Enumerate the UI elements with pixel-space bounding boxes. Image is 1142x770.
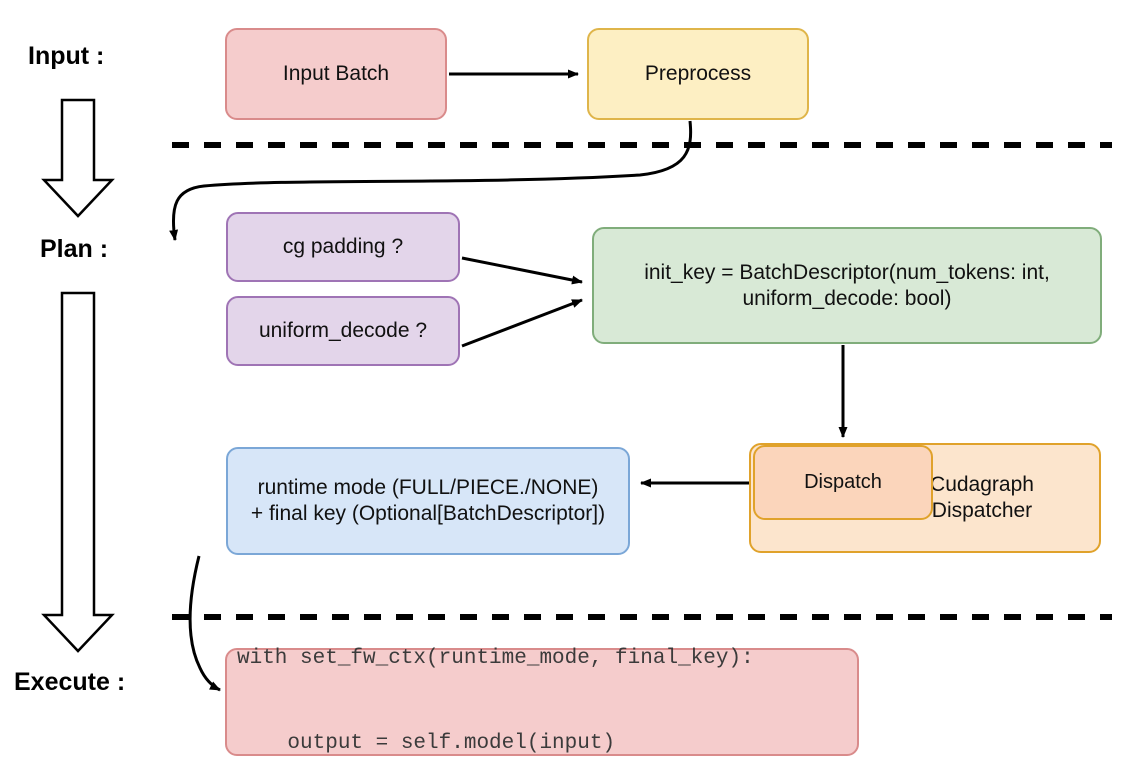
node-dispatch[interactable]: Dispatch [753, 445, 933, 520]
node-dispatch-label: Dispatch [804, 471, 882, 494]
node-init-key-line-1: init_key = BatchDescriptor(num_tokens: i… [644, 260, 1050, 284]
node-input-batch[interactable]: Input Batch [225, 28, 447, 120]
node-runtime-mode[interactable]: runtime mode (FULL/PIECE./NONE) + final … [226, 447, 630, 555]
node-runtime-mode-line-2: + final key (Optional[BatchDescriptor]) [250, 502, 606, 525]
node-uniform-decode-label: uniform_decode ? [258, 319, 428, 343]
node-cudagraph-dispatcher-line-1: Cudagraph [930, 473, 1034, 497]
node-execute-code-line-1: with set_fw_ctx(runtime_mode, final_key)… [237, 647, 754, 671]
arrow-runtime-mode-to-execute-code [188, 555, 221, 692]
node-runtime-mode-line-1: runtime mode (FULL/PIECE./NONE) [257, 476, 599, 500]
stage-label-plan: Plan : [40, 235, 109, 263]
node-cudagraph-dispatcher-line-2: Dispatcher [931, 499, 1033, 522]
node-execute-code[interactable]: with set_fw_ctx(runtime_mode, final_key)… [225, 647, 859, 756]
stage-label-input: Input : [28, 42, 105, 70]
arrow-uniform-decode-to-init-key [461, 298, 583, 348]
node-cg-padding-label: cg padding ? [282, 235, 404, 259]
node-init-key-line-2: uniform_decode: bool) [742, 286, 952, 310]
node-execute-code-line-2: output = self.model(input) [237, 732, 616, 756]
node-preprocess-label: Preprocess [644, 62, 752, 86]
node-cg-padding[interactable]: cg padding ? [226, 212, 460, 282]
arrow-cg-padding-to-init-key [461, 256, 583, 285]
node-uniform-decode[interactable]: uniform_decode ? [226, 296, 460, 366]
stage-arrow-plan-to-execute [41, 291, 115, 653]
node-init-key[interactable]: init_key = BatchDescriptor(num_tokens: i… [592, 227, 1102, 344]
stage-label-execute: Execute : [14, 668, 126, 696]
node-input-batch-label: Input Batch [282, 62, 390, 86]
node-preprocess[interactable]: Preprocess [587, 28, 809, 120]
stage-arrow-input-to-plan [41, 98, 115, 218]
